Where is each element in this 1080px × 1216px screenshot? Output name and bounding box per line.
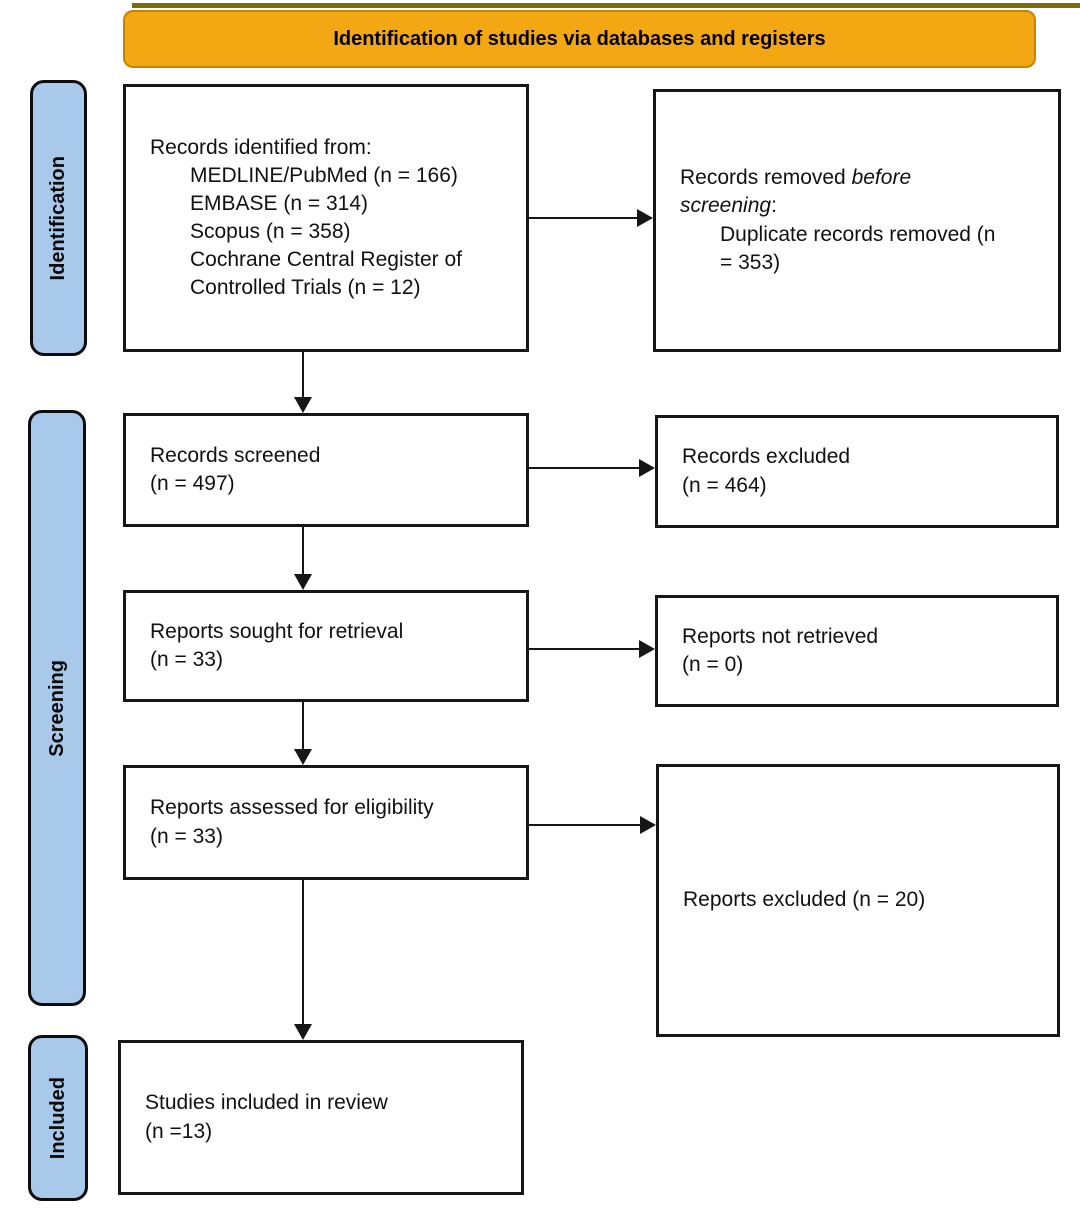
records-screened-line: Records screened <box>150 443 321 467</box>
reports-sought-count: (n = 33) <box>150 648 223 671</box>
studies-included-count: (n =13) <box>145 1119 213 1143</box>
box-records-removed: Records removed before screening: Duplic… <box>653 89 1061 352</box>
records-screened-count: (n = 497) <box>150 472 235 495</box>
arrow-assessed-to-reports-excluded <box>529 816 656 834</box>
arrow-screened-to-excluded <box>529 459 655 477</box>
arrow-identified-to-screened <box>294 352 312 413</box>
stage-label-identification: Identification <box>30 80 87 356</box>
reports-assessed-count: (n = 33) <box>150 824 223 848</box>
box-records-identified: Records identified from: MEDLINE/PubMed … <box>123 84 529 352</box>
box-reports-sought: Reports sought for retrieval (n = 33) <box>123 590 529 702</box>
box-reports-assessed: Reports assessed for eligibility (n = 33… <box>123 765 529 880</box>
records-removed-title-prefix: Records removed <box>680 166 852 190</box>
studies-included-line: Studies included in review <box>145 1091 388 1115</box>
reports-excluded-line: Reports excluded (n = 20) <box>683 888 926 912</box>
arrowhead-down-icon <box>294 574 312 590</box>
stage-label-included-text: Included <box>46 1076 69 1160</box>
cropped-banner-edge <box>132 3 1080 8</box>
box-reports-excluded: Reports excluded (n = 20) <box>656 764 1060 1037</box>
records-excluded-count: (n = 464) <box>682 473 767 497</box>
arrowhead-down-icon <box>294 397 312 413</box>
box-records-screened: Records screened (n = 497) <box>123 413 529 527</box>
arrow-sought-to-assessed <box>294 702 312 765</box>
records-identified-item: Cochrane Central Register of Controlled … <box>190 248 462 300</box>
records-removed-title: Records removed before screening: <box>680 164 990 220</box>
box-records-excluded: Records excluded (n = 464) <box>655 415 1059 528</box>
arrowhead-right-icon <box>639 640 655 658</box>
stage-label-screening: Screening <box>28 410 86 1006</box>
records-identified-title: Records identified from: <box>150 135 372 159</box>
arrowhead-right-icon <box>639 459 655 477</box>
diagram-title: Identification of studies via databases … <box>333 27 826 50</box>
records-identified-item: Scopus (n = 358) <box>190 220 351 243</box>
reports-not-retrieved-count: (n = 0) <box>682 653 744 676</box>
arrowhead-down-icon <box>294 749 312 765</box>
diagram-title-banner: Identification of studies via databases … <box>123 10 1036 68</box>
arrow-assessed-to-included <box>294 880 312 1040</box>
box-reports-not-retrieved: Reports not retrieved (n = 0) <box>655 595 1059 707</box>
arrowhead-down-icon <box>294 1024 312 1040</box>
records-excluded-line: Records excluded <box>682 445 851 469</box>
records-identified-item: MEDLINE/PubMed (n = 166) <box>190 163 458 187</box>
arrowhead-right-icon <box>637 209 653 227</box>
reports-sought-line: Reports sought for retrieval <box>150 619 404 643</box>
records-removed-title-suffix: : <box>771 194 777 218</box>
reports-not-retrieved-line: Reports not retrieved <box>682 624 879 648</box>
records-identified-item: EMBASE (n = 314) <box>190 191 368 215</box>
records-removed-title-italic: before screening <box>680 166 912 218</box>
arrow-sought-to-not-retrieved <box>529 640 655 658</box>
stage-label-identification-text: Identification <box>47 155 69 281</box>
arrow-screened-to-sought <box>294 527 312 590</box>
stage-label-screening-text: Screening <box>45 659 68 757</box>
records-removed-item: Duplicate records removed (n = 353) <box>720 222 996 274</box>
box-studies-included: Studies included in review (n =13) <box>118 1040 524 1195</box>
reports-assessed-line: Reports assessed for eligibility <box>150 796 434 820</box>
arrow-identified-to-removed <box>529 209 653 227</box>
arrowhead-right-icon <box>640 816 656 834</box>
stage-label-included: Included <box>28 1035 88 1201</box>
